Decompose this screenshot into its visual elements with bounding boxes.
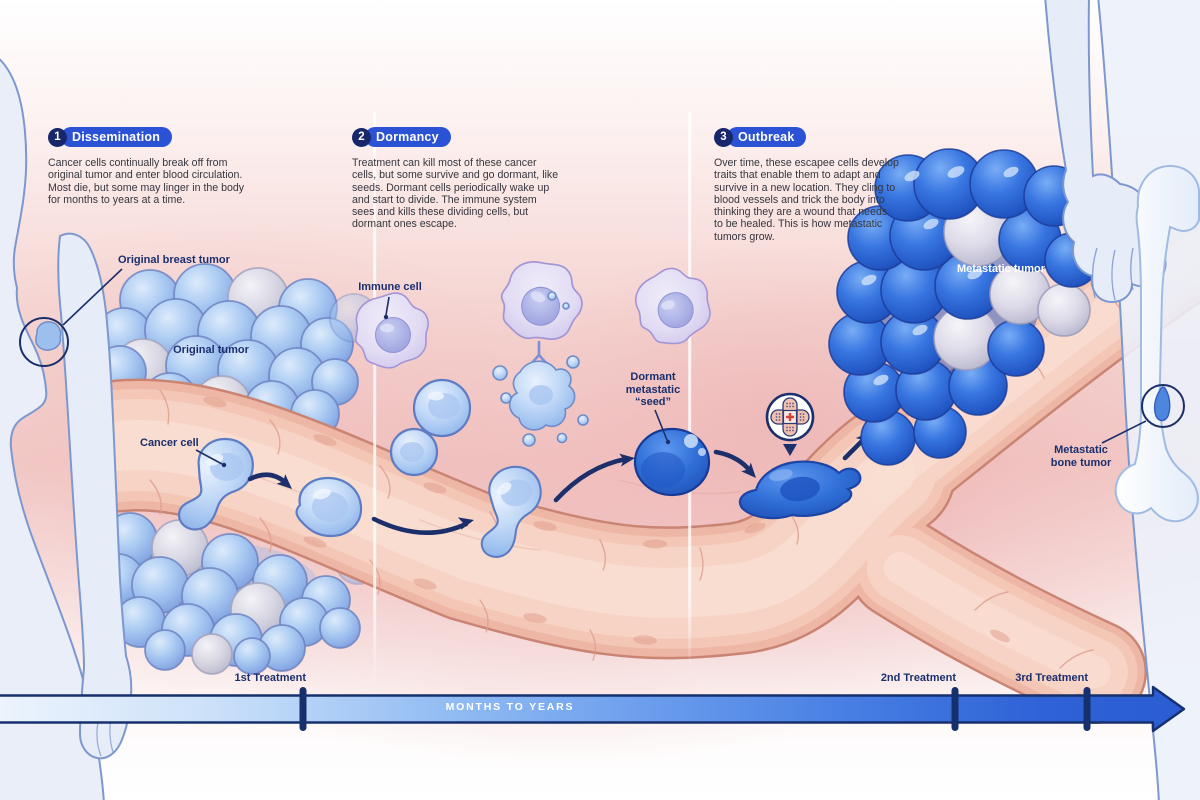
section-1-title: Dissemination <box>61 127 173 147</box>
dividing-cell-pair <box>389 378 472 477</box>
dying-cell-fragments <box>492 291 589 447</box>
arrow-1-head <box>276 474 292 489</box>
female-torso-silhouette <box>0 58 133 800</box>
timeline-axis-label: MONTHS TO YEARS <box>445 701 575 713</box>
tick-3rd-treatment <box>1083 687 1091 731</box>
label-dormant-seed: Dormant metastatic “seed” <box>625 371 681 408</box>
arrow-4 <box>713 449 753 474</box>
section-2-body: Treatment can kill most of these cancer … <box>352 157 559 231</box>
hanging-arm <box>1044 0 1167 304</box>
timeline-label-2nd-treatment: 2nd Treatment <box>880 672 956 684</box>
arrow-2-head <box>457 517 474 530</box>
section-2-number: 2 <box>352 127 371 147</box>
blood-vessel <box>106 189 1200 724</box>
section-3-title: Outbreak <box>727 127 807 147</box>
metastatic-tumor-cluster <box>828 148 1117 466</box>
arrow-3-head <box>619 453 635 467</box>
section-1-number: 1 <box>48 127 67 147</box>
bone-tumor <box>1153 386 1171 422</box>
section-3-body: Over time, these escapee cells develop t… <box>714 157 899 243</box>
section-1-body: Cancer cells continually break off from … <box>48 157 245 206</box>
timeline-arrow-bar <box>0 685 1186 733</box>
label-cancer-cell: Cancer cell <box>140 437 199 449</box>
tick-2nd-treatment <box>951 687 959 731</box>
label-original-tumor: Original tumor <box>173 344 249 356</box>
femur-bone <box>1114 164 1200 523</box>
section-3-header: 3 Outbreak <box>714 127 807 147</box>
label-metastatic-bone-tumor: Metastatic bone tumor <box>1050 444 1112 469</box>
tick-1st-treatment <box>299 687 307 731</box>
callouts <box>19 268 1185 468</box>
leg-silhouette <box>1044 0 1200 800</box>
timeline-label-3rd-treatment: 3rd Treatment <box>1015 672 1088 684</box>
label-original-breast-tumor: Original breast tumor <box>118 254 230 266</box>
section-3-number: 3 <box>714 127 733 147</box>
bandage-icon <box>765 392 815 456</box>
timeline-label-1st-treatment: 1st Treatment <box>234 672 306 684</box>
section-1-header: 1 Dissemination <box>48 127 173 147</box>
section-2-header: 2 Dormancy <box>352 127 451 147</box>
label-immune-cell: Immune cell <box>358 281 422 293</box>
section-dividers <box>373 112 692 687</box>
label-metastatic-tumor: Metastatic tumor <box>956 263 1046 275</box>
cancer-cell-in-vessel <box>295 476 363 538</box>
dormant-seed-cell <box>633 427 711 497</box>
section-2-title: Dormancy <box>365 127 451 147</box>
arrow-2 <box>371 516 469 536</box>
cancer-cells <box>172 436 557 562</box>
timeline <box>0 685 1186 733</box>
breast-tumor-dot <box>35 321 62 351</box>
bandage-pointer <box>783 444 797 456</box>
arrow-1 <box>247 472 289 486</box>
clinging-cell <box>738 460 862 520</box>
arrow-3 <box>553 456 629 503</box>
arrow-4-head <box>741 462 756 478</box>
